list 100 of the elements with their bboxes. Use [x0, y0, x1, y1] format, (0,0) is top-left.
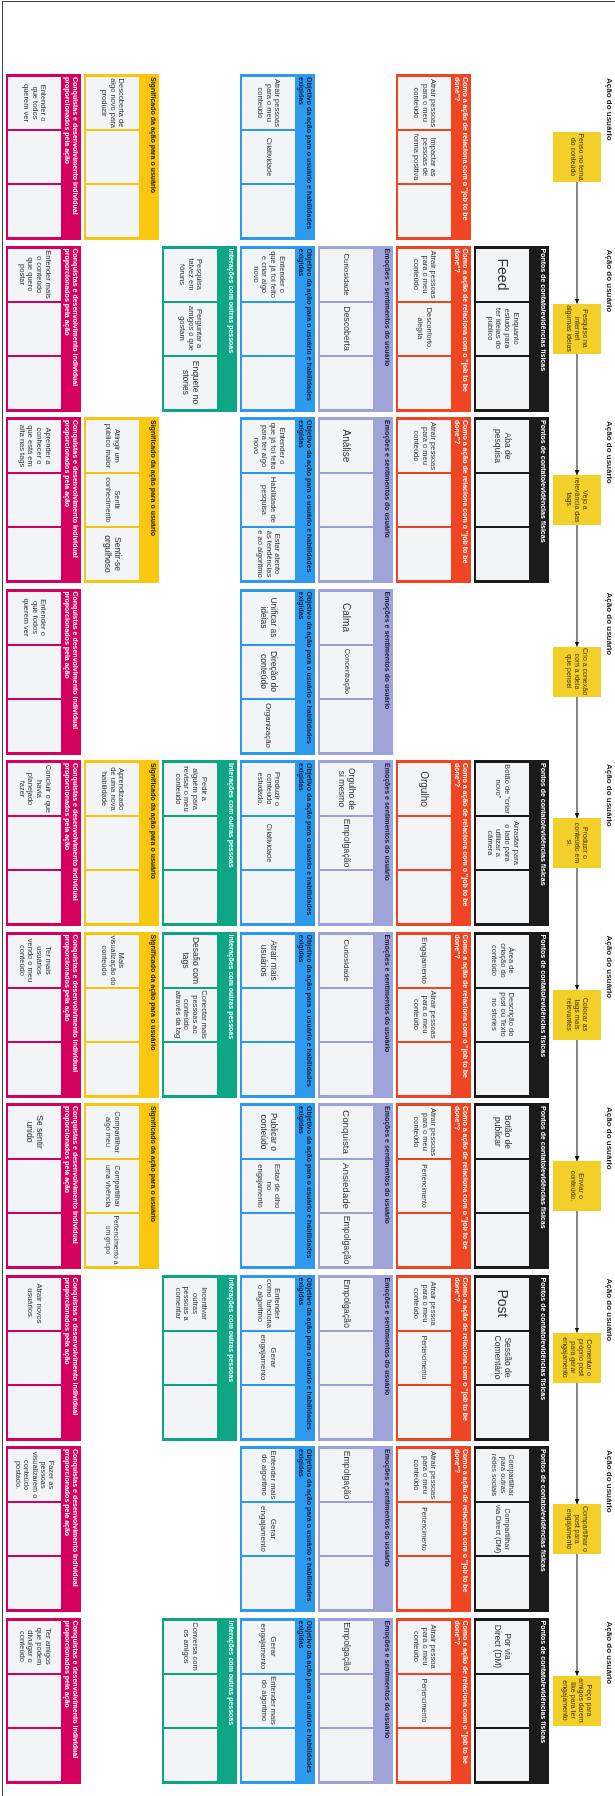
- category-panel: [240, 1446, 315, 1612]
- note-card: [242, 1557, 295, 1609]
- note-card: [8, 645, 61, 698]
- category-panel: [162, 245, 237, 412]
- note-card: Sentir-se orgulhoso: [86, 528, 139, 580]
- note-card: Empolgação: [320, 1214, 373, 1266]
- note-card: [8, 1214, 61, 1266]
- note-card: [242, 1042, 295, 1095]
- note-card: [86, 871, 139, 923]
- arrow: [574, 696, 580, 819]
- note-card: [242, 1385, 295, 1438]
- category-panel: [240, 74, 315, 240]
- note-card: Empolgação: [320, 1277, 373, 1330]
- category-panel: [474, 1274, 549, 1441]
- note-card: Direção do conteúdo: [242, 645, 295, 698]
- category-panel: [6, 760, 81, 926]
- note-card: [164, 817, 217, 869]
- note-card: [86, 131, 139, 183]
- category-panel: [240, 588, 315, 755]
- step-label: Ação do usuário: [605, 1278, 613, 1342]
- note-card: [476, 871, 529, 923]
- note-card: Empolgação: [320, 1449, 373, 1501]
- note-card: [242, 1214, 295, 1266]
- category-panel: [240, 417, 315, 583]
- category-panel: [162, 931, 237, 1098]
- category-panel: [6, 1446, 81, 1612]
- note-card: Feed: [476, 248, 529, 301]
- category-panel: [240, 760, 315, 926]
- note-card: Orgulho de si mesmo: [320, 763, 373, 815]
- category-panel: [84, 760, 159, 926]
- arrow: [574, 353, 580, 476]
- note-card: [242, 871, 295, 923]
- note-card: [242, 185, 295, 237]
- note-card: [320, 871, 373, 923]
- note-card: [8, 1385, 61, 1438]
- category-panel: [396, 1274, 471, 1441]
- note-card: [476, 1042, 529, 1095]
- category-panel: [6, 417, 81, 583]
- step-label: Ação do usuário: [605, 592, 613, 656]
- category-panel: [318, 417, 393, 583]
- note-card: Empolgação: [320, 817, 373, 869]
- note-card: [320, 1331, 373, 1384]
- note-card: [86, 988, 139, 1041]
- note-card: [8, 1331, 61, 1384]
- note-card: [242, 988, 295, 1041]
- note-card: [476, 528, 529, 580]
- step-label: Ação do usuário: [605, 1450, 613, 1513]
- note-card: [8, 131, 61, 183]
- note-card: [8, 185, 61, 237]
- category-panel: [6, 1103, 81, 1269]
- note-card: [86, 1042, 139, 1095]
- category-panel: [474, 1446, 549, 1612]
- note-card: Por via Direct (DM): [476, 1620, 529, 1673]
- category-panel: [6, 74, 81, 240]
- category-panel: [396, 1446, 471, 1612]
- note-card: [476, 1674, 529, 1727]
- note-card: [8, 474, 61, 526]
- note-card: [86, 817, 139, 869]
- note-card: [398, 817, 451, 869]
- note-card: [8, 1042, 61, 1095]
- category-panel: [474, 760, 549, 926]
- note-card: [398, 474, 451, 526]
- category-panel: [474, 417, 549, 583]
- category-panel: [396, 931, 471, 1098]
- note-card: [320, 699, 373, 752]
- note-card: [476, 1557, 529, 1609]
- category-panel: [84, 1103, 159, 1269]
- note-card: [320, 1557, 373, 1609]
- note-card: Calma: [320, 591, 373, 644]
- arrow: [574, 867, 580, 990]
- note-card: Ansiedade: [320, 1160, 373, 1212]
- step-label: Ação do usuário: [605, 935, 613, 999]
- note-card: [242, 302, 295, 355]
- category-panel: [6, 1274, 81, 1441]
- note-card: Post: [476, 1277, 529, 1330]
- category-panel: [318, 1446, 393, 1612]
- category-panel: [474, 245, 549, 412]
- note-card: Empolgação: [320, 1620, 373, 1673]
- note-card: [164, 1385, 217, 1438]
- category-panel: [474, 931, 549, 1098]
- note-card: [398, 1728, 451, 1781]
- note-card: Descoberta: [320, 302, 373, 355]
- category-panel: [396, 760, 471, 926]
- note-card: [320, 474, 373, 526]
- note-card: [8, 1728, 61, 1781]
- note-card: [8, 1557, 61, 1609]
- category-panel: [84, 74, 159, 240]
- note-card: [320, 356, 373, 409]
- category-panel: [240, 245, 315, 412]
- note-card: [398, 356, 451, 409]
- category-panel: [6, 588, 81, 755]
- note-card: [476, 1214, 529, 1266]
- category-panel: [396, 1103, 471, 1269]
- category-panel: [6, 1617, 81, 1784]
- category-panel: [240, 931, 315, 1098]
- note-card: [398, 1214, 451, 1266]
- note-card: [320, 528, 373, 580]
- category-panel: [318, 760, 393, 926]
- note-card: Publicar o conteúdo: [242, 1106, 295, 1158]
- note-card: [398, 1557, 451, 1609]
